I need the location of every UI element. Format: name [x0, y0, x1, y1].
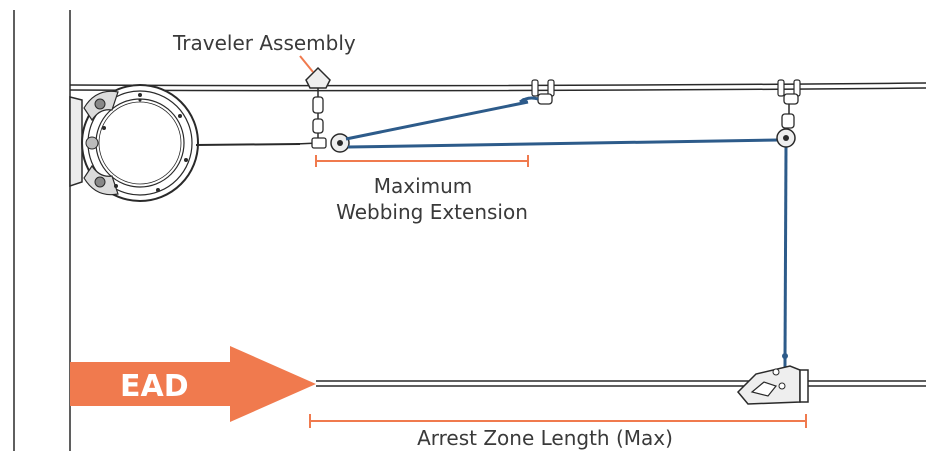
shackle-icon — [519, 79, 555, 105]
horizontal-lifeline-cable — [69, 82, 926, 92]
energy-absorbing-webbing — [345, 100, 788, 361]
traveler-leader-line — [299, 55, 314, 73]
max-webbing-label-line1: Maximum — [374, 174, 473, 198]
srl-cable — [195, 142, 319, 146]
pulley-icon — [330, 133, 350, 153]
traveler-assembly-label: Traveler Assembly — [172, 31, 356, 55]
ead-arrow — [70, 346, 316, 422]
traveler-assembly-icon — [305, 66, 331, 149]
wall-column — [13, 10, 71, 451]
shackle-icon — [777, 79, 801, 129]
ead-label: EAD — [120, 369, 189, 404]
arrest-zone-dimension — [309, 414, 807, 428]
max-webbing-dimension — [315, 155, 529, 167]
arrest-zone-label: Arrest Zone Length (Max) — [417, 426, 673, 450]
lower-horizontal-cable — [316, 380, 926, 387]
pulley-icon — [776, 128, 796, 148]
max-webbing-label-line2: Webbing Extension — [336, 200, 528, 224]
mount-bracket — [69, 96, 83, 188]
self-retracting-lifeline-icon — [81, 84, 199, 202]
energy-absorbing-device-icon — [736, 353, 809, 405]
